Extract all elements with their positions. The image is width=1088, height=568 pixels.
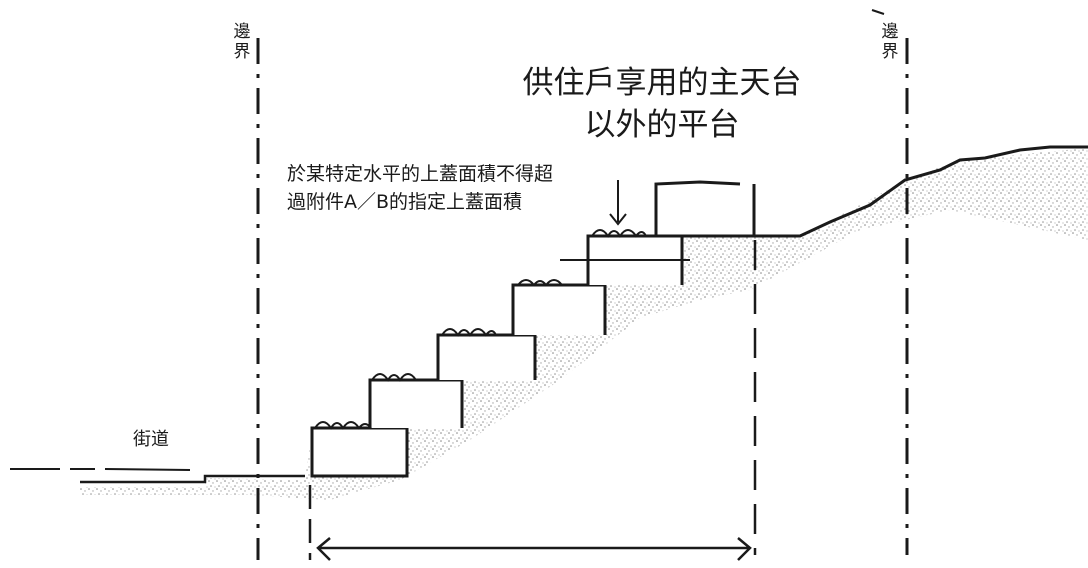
terrace-step-1 — [310, 426, 409, 478]
dimension-arrow — [316, 537, 752, 561]
terrace-step-3 — [436, 333, 537, 380]
planting-scribble — [591, 229, 647, 238]
street-line — [10, 468, 191, 471]
coverage-note: 於某特定水平的上蓋面積不得超過附件A／B的指定上蓋面積 — [287, 163, 554, 213]
terrace-step-2 — [368, 378, 464, 428]
ground-line-right — [682, 145, 1088, 238]
boundary-label-left: 邊界 — [233, 22, 251, 62]
terrace-step-4 — [511, 283, 607, 335]
planting-scribble — [441, 328, 497, 337]
planting-scribble — [517, 279, 563, 287]
boundary-label-right: 邊界 — [881, 22, 899, 62]
ground-line-left — [80, 474, 305, 484]
planting-scribble — [371, 373, 417, 382]
level-arrow — [609, 180, 627, 226]
top-building — [654, 180, 741, 236]
planting-scribble — [314, 421, 372, 430]
right-boundary-tick — [871, 9, 885, 15]
street-label: 街道 — [133, 429, 169, 450]
diagram-title: 供住戶享用的主天台以外的平台 — [522, 65, 802, 143]
